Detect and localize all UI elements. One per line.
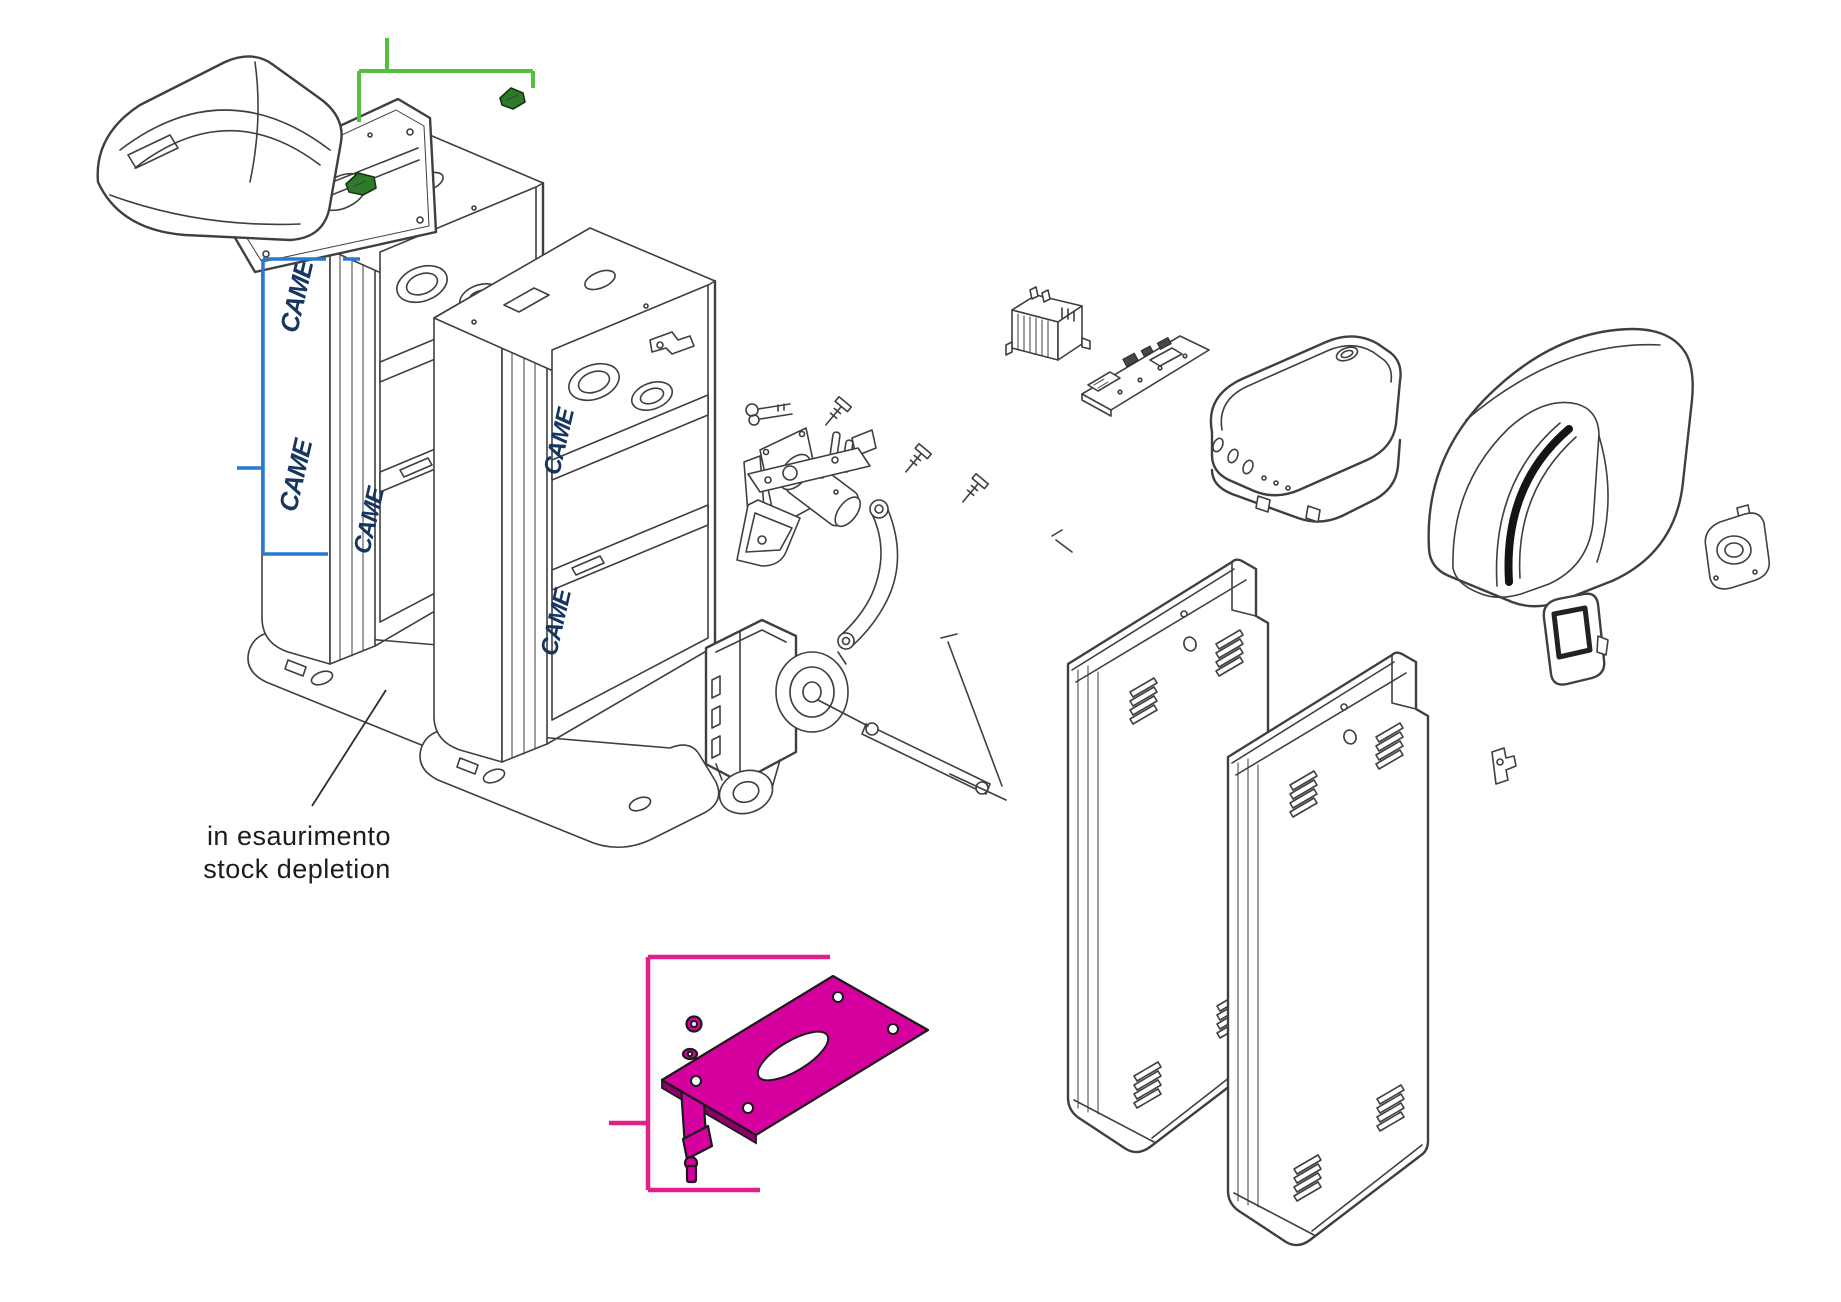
annotation-line2: stock depletion (203, 854, 391, 884)
annotation-line1: in esaurimento (207, 821, 391, 851)
transformer (1005, 286, 1091, 361)
cabinet-post-front: CAME CAME CAME (246, 128, 548, 751)
green-highlight-bracket (357, 38, 535, 122)
anchor-bolt-shaft (685, 1164, 698, 1184)
head-cover-shell (96, 55, 343, 242)
control-box (1209, 335, 1402, 523)
release-bracket (743, 429, 877, 515)
gearmotor-assembly (704, 618, 1007, 815)
anchor-plate-assembly (660, 974, 930, 1184)
fixing-screws (825, 395, 990, 503)
door-panel-rear (1228, 653, 1428, 1245)
balance-arm (837, 499, 899, 665)
anchor-plate-slot (756, 1030, 830, 1082)
dome-seal (1504, 425, 1573, 586)
anchor-foot (681, 1124, 714, 1161)
anchor-plate-highlight-bracket (609, 954, 830, 1193)
green-latch-right (499, 87, 526, 110)
control-board (1081, 335, 1210, 417)
key-set (745, 403, 793, 426)
release-lever-plate (736, 499, 801, 567)
dome-head-cover (1427, 327, 1694, 608)
release-latch-part (649, 331, 695, 355)
small-clip-part (1491, 747, 1517, 785)
leader-line (311, 689, 387, 807)
green-latch-left (345, 172, 377, 196)
blue-highlight-bracket (237, 257, 360, 556)
cabinet-post-rear: CAME CAME (418, 226, 720, 849)
beacon-lamp (1704, 504, 1771, 590)
stock-depletion-annotation: in esaurimento stock depletion (203, 689, 391, 884)
panel-screw (1051, 529, 1073, 553)
display-window-frame (1542, 592, 1609, 686)
